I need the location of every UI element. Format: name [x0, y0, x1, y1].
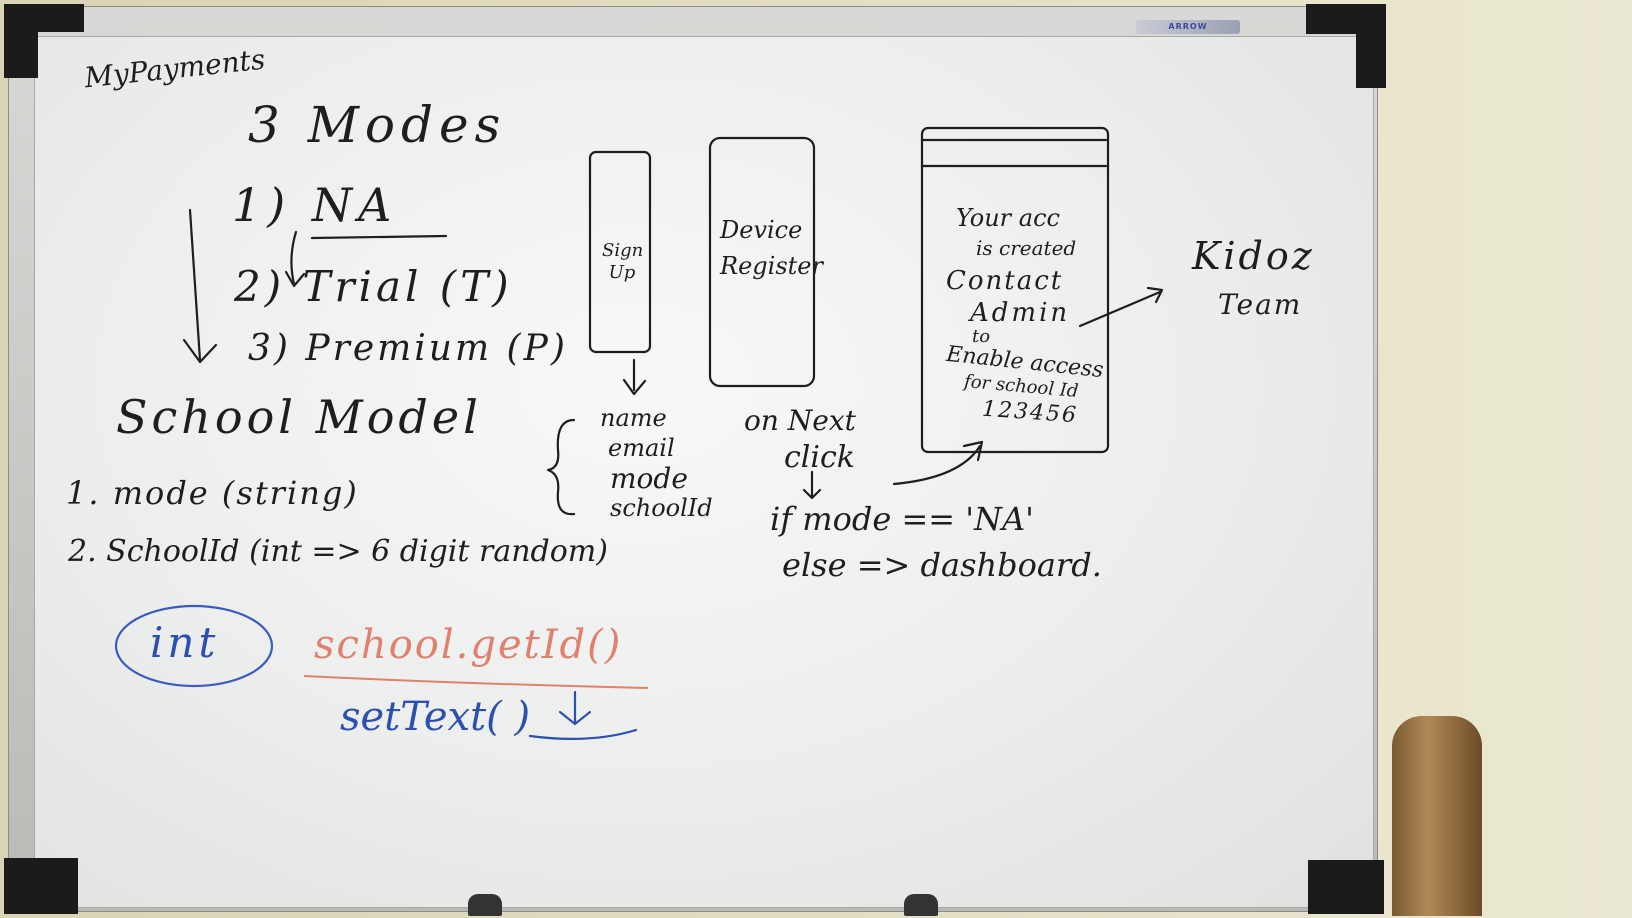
school-model-heading: School Model — [116, 390, 482, 444]
signup-field-mode: mode — [610, 462, 688, 495]
whiteboard-frame — [8, 6, 1378, 912]
brand-logo: ARROW — [1136, 20, 1240, 34]
mode-premium: 3) Premium (P) — [248, 328, 568, 369]
int-label: int — [150, 618, 220, 667]
frame-corner-bottom-left — [4, 858, 78, 914]
team-name-line-2: Team — [1218, 288, 1303, 321]
signup-field-schoolid: schoolId — [610, 494, 713, 522]
whiteboard-surface — [34, 36, 1374, 908]
frame-corner-top-left — [4, 4, 38, 78]
message-line-4: Admin — [970, 298, 1071, 328]
else-dashboard-text: else => dashboard. — [782, 546, 1102, 584]
modes-heading: 3 Modes — [248, 96, 507, 154]
message-line-5: to — [972, 326, 991, 347]
on-next-text: on Next — [744, 404, 856, 437]
frame-corner-bottom-right — [1308, 860, 1384, 914]
school-getid-text: school.getId() — [314, 622, 623, 668]
message-line-3: Contact — [946, 266, 1064, 296]
click-text: click — [784, 440, 855, 475]
message-line-2: is created — [976, 236, 1077, 260]
marker-tray-knob — [468, 894, 502, 916]
team-name-line-1: Kidoz — [1192, 234, 1315, 278]
marker-tray-knob — [904, 894, 938, 916]
signup-field-name: name — [600, 404, 667, 432]
settext-text: setText( ) — [340, 694, 531, 740]
if-mode-text: if mode == 'NA' — [770, 500, 1034, 538]
chair — [1392, 716, 1482, 916]
mode-trial: 2) Trial (T) — [234, 262, 513, 311]
field-school-id: 2. SchoolId (int => 6 digit random) — [68, 534, 608, 569]
frame-corner-top-right — [1356, 4, 1386, 88]
device-screen-label: Device Register — [720, 216, 823, 280]
message-line-1: Your acc — [956, 204, 1060, 232]
field-mode: 1. mode (string) — [66, 474, 359, 512]
mode-na: 1) NA — [232, 178, 398, 232]
signup-field-email: email — [608, 434, 675, 462]
signup-screen-label: Sign Up — [602, 240, 644, 283]
